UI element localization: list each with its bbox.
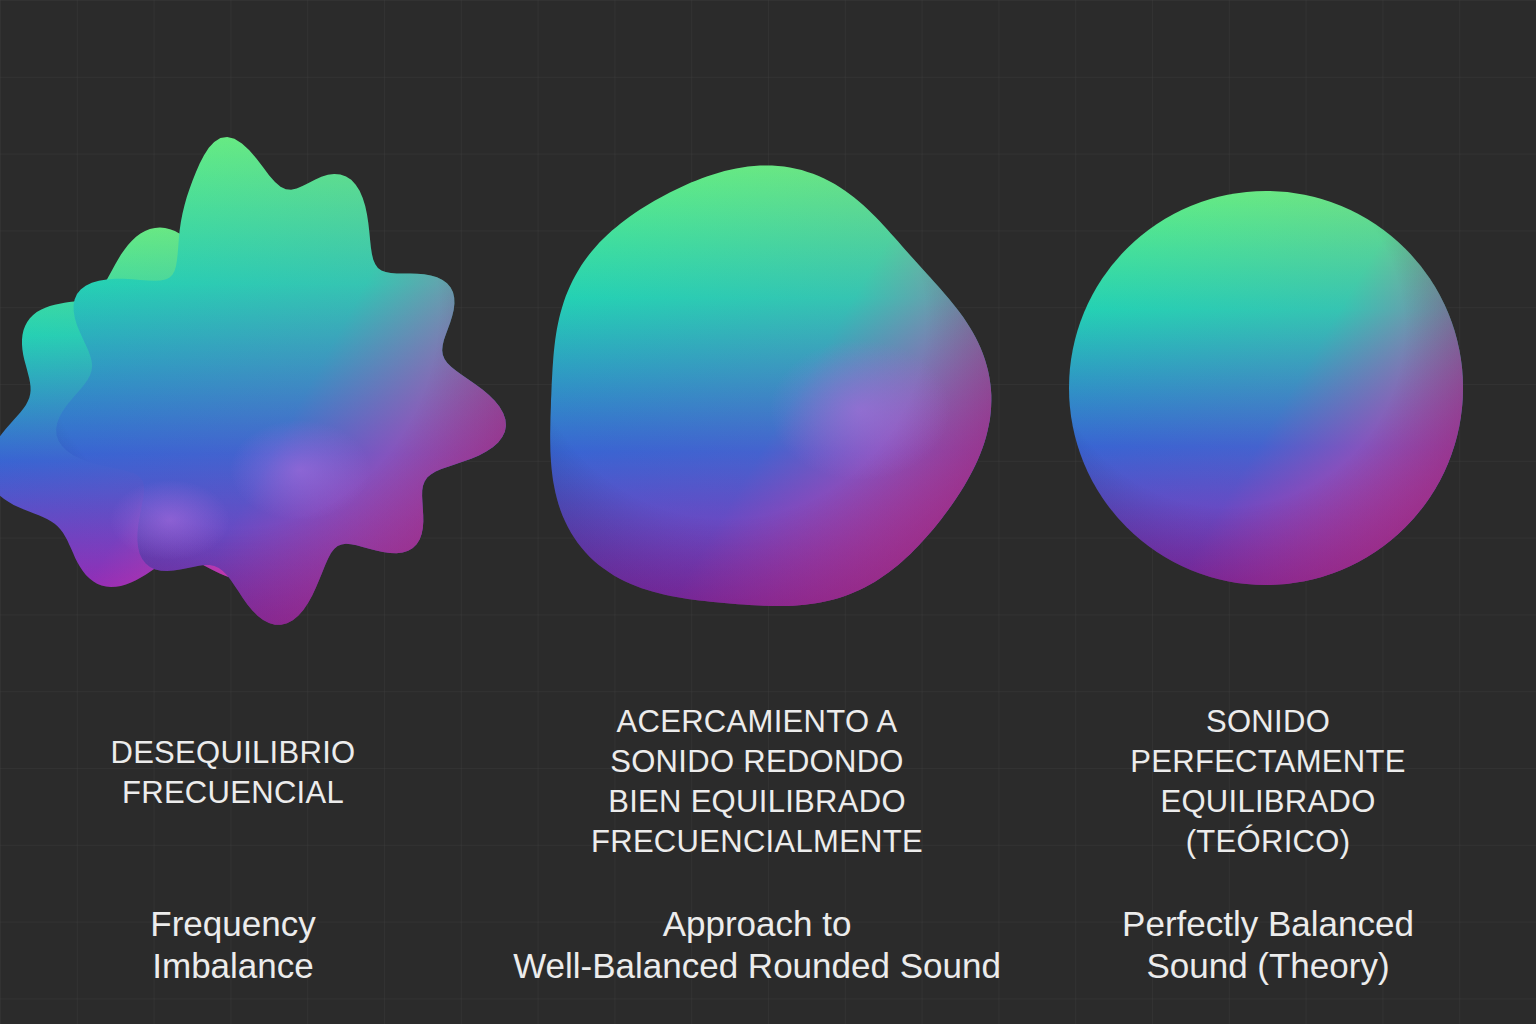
blob-approaching xyxy=(550,166,991,607)
caption-line: FRECUENCIALMENTE xyxy=(477,822,1037,862)
caption-line: PERFECTAMENTE xyxy=(1048,742,1488,782)
caption-line: ACERCAMIENTO A xyxy=(477,702,1037,742)
sphere-body xyxy=(1069,191,1463,585)
caption-line: Perfectly Balanced xyxy=(1048,903,1488,945)
blob-body xyxy=(550,166,991,607)
caption-label: Frequency Imbalance xyxy=(13,903,453,987)
caption-line: Imbalance xyxy=(13,945,453,987)
blob-front xyxy=(56,137,506,625)
sphere-tint xyxy=(1069,191,1463,585)
caption-line: BIEN EQUILIBRADO xyxy=(477,782,1037,822)
blob-spot xyxy=(110,480,230,560)
blob-front-shade xyxy=(56,137,506,625)
caption-label: ACERCAMIENTO A SONIDO REDONDO BIEN EQUIL… xyxy=(477,702,1037,862)
sphere-perfect xyxy=(1069,191,1463,585)
caption-line: EQUILIBRADO xyxy=(1048,782,1488,822)
caption-line: Approach to xyxy=(467,903,1047,945)
caption-line: (TEÓRICO) xyxy=(1048,822,1488,862)
caption-line: Well-Balanced Rounded Sound xyxy=(467,945,1047,987)
caption-label: Approach to Well-Balanced Rounded Sound xyxy=(467,903,1047,987)
caption-line: Frequency xyxy=(13,903,453,945)
caption-line: FRECUENCIAL xyxy=(13,773,453,813)
sphere-shade xyxy=(1069,191,1463,585)
caption-label: SONIDO PERFECTAMENTE EQUILIBRADO (TEÓRIC… xyxy=(1048,702,1488,862)
blob-spot xyxy=(770,340,950,480)
blob-shade xyxy=(550,166,991,607)
caption-label: Perfectly Balanced Sound (Theory) xyxy=(1048,903,1488,987)
blob-spot xyxy=(230,420,370,520)
caption-line: SONIDO REDONDO xyxy=(477,742,1037,782)
blob-tint xyxy=(550,166,991,607)
blob-front-tint xyxy=(56,137,506,625)
caption-line: DESEQUILIBRIO xyxy=(13,733,453,773)
caption-line: SONIDO xyxy=(1048,702,1488,742)
caption-line: Sound (Theory) xyxy=(1048,945,1488,987)
caption-label: DESEQUILIBRIO FRECUENCIAL xyxy=(13,733,453,813)
blob-imbalanced xyxy=(0,137,506,625)
